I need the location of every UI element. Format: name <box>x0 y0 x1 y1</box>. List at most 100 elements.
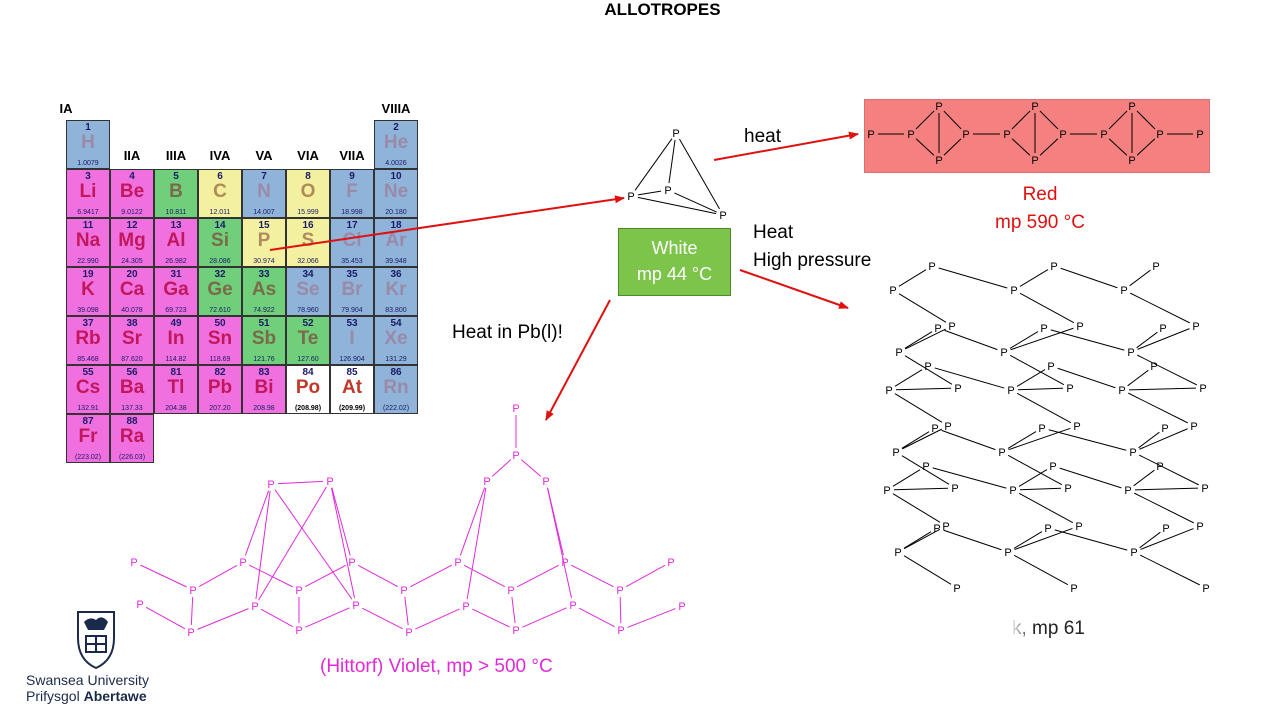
phosphorus-atom: P <box>130 557 137 569</box>
bond <box>511 596 516 624</box>
bond <box>140 564 187 588</box>
slide-title: ALLOTROPES <box>604 0 721 19</box>
phosphorus-atom: P <box>1100 129 1107 141</box>
heat-label: heat <box>744 126 781 147</box>
white-label: White <box>651 238 698 258</box>
atomic-number: 87 <box>82 416 94 427</box>
phosphorus-atom: P <box>953 583 960 595</box>
bond <box>331 487 351 556</box>
bond <box>619 596 622 624</box>
phosphorus-atom: P <box>1038 423 1045 435</box>
atomic-mass: 6.9417 <box>77 209 99 216</box>
atomic-mass: 4.0026 <box>385 160 407 167</box>
bond <box>932 467 1007 489</box>
element-symbol: Ba <box>119 377 145 398</box>
phosphorus-atom: P <box>1130 547 1137 559</box>
phosphorus-atom: P <box>1000 347 1007 359</box>
phosphorus-atom: P <box>962 129 969 141</box>
bond <box>1019 292 1075 324</box>
element-symbol: C <box>213 181 227 202</box>
university-logo: Swansea University Prifysgol Abertawe <box>26 608 166 708</box>
bond <box>190 596 194 626</box>
violet-caption: (Hittorf) Violet, mp > 500 °C <box>320 656 553 677</box>
bond <box>260 608 294 628</box>
element-symbol: Be <box>119 181 145 202</box>
phosphorus-atom: P <box>1202 583 1209 595</box>
phosphorus-atom: P <box>1007 385 1014 397</box>
atomic-number: 4 <box>129 171 135 182</box>
caption-fade-right <box>1098 612 1138 644</box>
atomic-mass: 14.007 <box>253 209 275 216</box>
phosphorus-atom: P <box>1162 523 1169 535</box>
atomic-number: 17 <box>346 220 358 231</box>
logo-line-2: Prifysgol Abertawe <box>26 688 147 704</box>
arrow-to-red <box>713 131 859 161</box>
element-symbol: In <box>167 328 185 349</box>
element-symbol: I <box>349 328 355 349</box>
atomic-number: 35 <box>346 269 358 280</box>
element-symbol: Kr <box>385 279 407 300</box>
phosphorus-atom: P <box>1075 521 1082 533</box>
bond <box>898 293 947 323</box>
atomic-number: 36 <box>390 269 402 280</box>
element-symbol: Li <box>79 181 97 202</box>
phosphorus-atom: P <box>1004 547 1011 559</box>
bond <box>1137 328 1190 350</box>
phosphorus-atom: P <box>405 627 412 639</box>
bond <box>1108 110 1128 130</box>
bond <box>1018 492 1074 524</box>
group-label-iiia: IIIA <box>165 148 187 163</box>
phosphorus-atom: P <box>1196 129 1203 141</box>
high-pressure-label: High pressure <box>753 250 872 271</box>
element-symbol: He <box>383 132 409 153</box>
bond <box>625 564 666 588</box>
bond <box>943 138 962 156</box>
phosphorus-atom: P <box>954 383 961 395</box>
phosphorus-atom: P <box>1156 461 1163 473</box>
phosphorus-atom: P <box>944 421 951 433</box>
atomic-mass: 30.974 <box>253 258 275 265</box>
bond <box>1019 487 1062 491</box>
arrow-to-violet <box>545 299 611 421</box>
bond <box>1139 428 1188 450</box>
atomic-number: 18 <box>390 220 402 231</box>
bond <box>1136 110 1156 130</box>
phosphorus-atom: P <box>1192 321 1199 333</box>
phosphorus-atom: P <box>507 585 514 597</box>
atomic-number: 86 <box>390 367 402 378</box>
atomic-mass: 208.98 <box>253 405 275 412</box>
atomic-number: 83 <box>258 367 270 378</box>
phosphorus-atom: P <box>867 129 874 141</box>
bond <box>520 459 542 477</box>
element-symbol: Cl <box>342 230 362 251</box>
atomic-number: 38 <box>126 318 138 329</box>
atomic-number: 85 <box>346 367 358 378</box>
bond <box>357 564 399 588</box>
phosphorus-atom: P <box>1031 155 1038 167</box>
bond <box>244 490 270 556</box>
phosphorus-atom: P <box>1076 321 1083 333</box>
bond <box>901 455 950 485</box>
phosphorus-atom: P <box>1047 361 1054 373</box>
bond <box>145 606 186 630</box>
phosphorus-atom: P <box>1073 421 1080 433</box>
atomic-mass: 1.0079 <box>77 160 99 167</box>
phosphorus-atom: P <box>1128 101 1135 113</box>
element-symbol: Ca <box>119 279 145 300</box>
bond <box>1011 138 1031 156</box>
phosphorus-atom: P <box>512 450 519 462</box>
bond <box>1059 467 1122 489</box>
phosphorus-atom: P <box>934 323 941 335</box>
atomic-number: 6 <box>217 171 223 182</box>
phosphorus-atom: P <box>326 476 333 488</box>
phosphorus-atom: P <box>1127 347 1134 359</box>
